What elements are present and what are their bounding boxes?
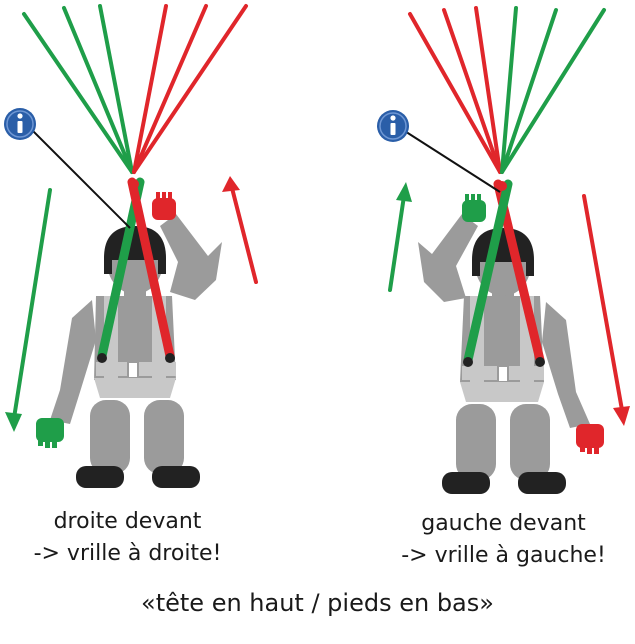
right-caption-line1: gauche devant bbox=[421, 511, 586, 536]
left-caption: droite devant -> vrille à droite! bbox=[0, 506, 255, 570]
right-legs bbox=[442, 404, 566, 494]
left-pilot bbox=[4, 4, 258, 488]
right-red-lines bbox=[408, 6, 502, 174]
right-caption-line2: -> vrille à gauche! bbox=[401, 543, 606, 568]
right-green-arrow bbox=[388, 182, 412, 292]
right-low-arm bbox=[542, 302, 604, 454]
left-caption-line1: droite devant bbox=[53, 509, 202, 534]
right-caption: gauche devant -> vrille à gauche! bbox=[372, 508, 635, 572]
left-red-arrow bbox=[222, 176, 258, 284]
right-raised-arm bbox=[418, 194, 486, 302]
right-pilot bbox=[377, 6, 630, 494]
right-risers bbox=[463, 179, 545, 367]
right-info-pointer bbox=[399, 127, 501, 193]
info-icon[interactable] bbox=[377, 110, 409, 142]
right-red-arrow bbox=[582, 194, 630, 426]
left-caption-line2: -> vrille à droite! bbox=[33, 541, 222, 566]
left-raised-arm bbox=[152, 192, 222, 300]
left-green-lines bbox=[22, 4, 134, 174]
left-low-arm bbox=[36, 300, 96, 448]
left-risers bbox=[97, 177, 175, 363]
footer-caption: «tête en haut / pieds en bas» bbox=[141, 589, 494, 617]
info-icon[interactable] bbox=[4, 108, 36, 140]
left-green-arrow bbox=[5, 188, 52, 432]
right-green-lines bbox=[500, 6, 606, 174]
left-red-lines bbox=[132, 4, 248, 174]
left-legs bbox=[76, 400, 200, 488]
left-info-pointer bbox=[27, 125, 131, 229]
